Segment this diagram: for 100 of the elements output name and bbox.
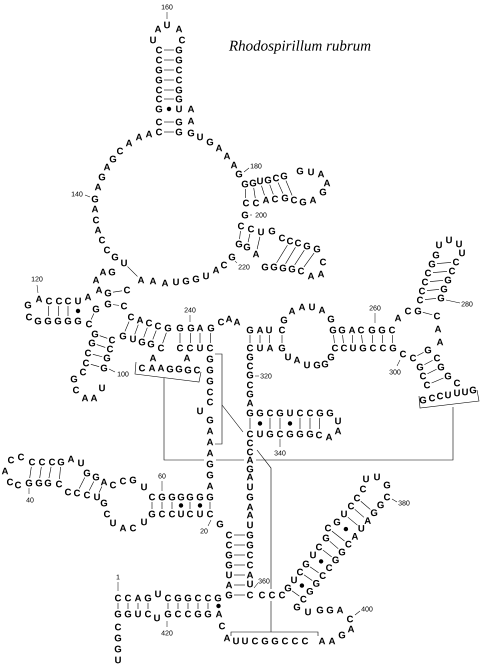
nucleotide-letter: G	[188, 324, 194, 332]
nucleotide-letter: C	[424, 382, 430, 388]
nucleotide-letter: A	[94, 184, 102, 190]
nucleotide-letter: C	[174, 610, 182, 618]
nucleotide-letter: G	[246, 354, 254, 360]
nucleotide-letter: G	[92, 306, 100, 312]
nucleotide-letter: C	[154, 322, 162, 330]
nucleotide-letter: G	[328, 354, 334, 360]
nucleotide-letter: A	[126, 140, 132, 146]
nucleotide-letter: C	[124, 286, 130, 294]
nucleotide-letter: G	[282, 194, 288, 202]
nucleotide-letter: C	[176, 76, 182, 84]
nucleotide-letter: C	[56, 298, 62, 304]
nucleotide-letter: G	[70, 376, 78, 382]
nucleotide-letter: A	[138, 276, 144, 284]
nucleotide-letter: G	[438, 364, 444, 370]
nucleotide-letter: C	[360, 486, 366, 492]
nucleotide-letter: U	[150, 36, 156, 44]
nucleotide-letter: G	[114, 634, 122, 642]
nucleotide-letter: G	[316, 606, 324, 614]
nucleotide-letter: A	[352, 533, 358, 540]
nucleotide-letter: C	[246, 448, 254, 456]
nucleotide-letter: C	[246, 592, 254, 598]
nucleotide-letter: G	[280, 264, 286, 272]
nucleotide-letter: C	[226, 532, 232, 538]
nucleotide-letter: A	[216, 610, 222, 618]
nucleotide-letter: C	[410, 354, 416, 362]
nucleotide-letter: U	[94, 494, 100, 500]
nucleotide-letter: C	[324, 524, 332, 532]
nucleotide-letter: U	[285, 354, 291, 360]
nucleotide-letter: U	[130, 336, 136, 342]
nucleotide-letter: G	[246, 326, 254, 334]
nucleotide-letter: U	[291, 576, 297, 584]
nucleotide-letter: U	[459, 250, 465, 256]
nucleotide-letter: G	[176, 46, 182, 54]
nucleotide-letter: C	[218, 318, 224, 326]
nucleotide-letter: G	[194, 610, 202, 618]
nucleotide-letter: A	[224, 634, 230, 642]
nucleotide-letter: A	[134, 594, 142, 602]
nucleotide-letter: U	[436, 242, 442, 248]
nucleotide-letter: U	[197, 408, 203, 414]
nucleotide-letter: A	[90, 394, 98, 402]
nucleotide-letter: C	[38, 458, 46, 466]
nucleotide-letter: G	[360, 344, 366, 352]
nucleotide-letter: C	[218, 622, 226, 630]
nucleotide-letter: C	[6, 478, 14, 486]
nucleotide-letter: C	[156, 86, 162, 94]
nucleotide-letter: G	[110, 156, 116, 162]
nucleotide-letter: C	[436, 392, 444, 400]
nucleotide-letter: A	[92, 206, 98, 212]
nucleotide-letter: G	[36, 480, 42, 486]
nucleotide-letter: G	[246, 372, 254, 378]
nucleotide-letter: A	[212, 266, 220, 274]
nucleotide-letter: A	[288, 308, 296, 314]
nucleotide-letter: G	[414, 308, 422, 314]
nucleotide-letter: C	[246, 430, 254, 438]
nucleotide-letter: G	[296, 430, 304, 438]
nucleotide-letter: G	[428, 260, 436, 268]
nucleotide-letter: A	[318, 306, 326, 314]
nucleotide-letter: C	[434, 312, 440, 320]
nucleotide-letter: G	[176, 128, 182, 136]
nucleotide-letter: A	[318, 638, 326, 644]
nucleotide-letter: U	[164, 22, 170, 28]
nucleotide-letter: C	[278, 234, 286, 242]
nucleotide-letter: A	[82, 394, 88, 402]
nucleotide-letter: A	[326, 434, 332, 440]
nucleotide-letter: G	[158, 494, 166, 500]
nucleotide-letter: C	[116, 148, 124, 154]
nucleotide-letter: U	[121, 260, 127, 266]
nucleotide-letter: C	[206, 344, 214, 352]
nucleotide-letter: C	[320, 572, 326, 579]
nucleotide-letter: C	[252, 638, 258, 644]
nucleotide-letter: C	[120, 302, 128, 310]
nucleotide-letter: C	[404, 308, 412, 314]
nucleotide-letter: G	[192, 276, 200, 282]
nucleotide-letter: G	[246, 542, 254, 548]
nucleotide-letter: G	[58, 458, 64, 466]
nucleotide-letter: G	[226, 552, 232, 558]
nucleotide-letter: U	[462, 388, 468, 396]
nucleotide-letter: G	[206, 494, 214, 500]
nucleotide-letter: G	[84, 470, 90, 476]
nucleotide-letter: C	[316, 544, 322, 550]
nucleotide-letter: A	[294, 356, 300, 364]
nucleotide-letter: U	[135, 610, 141, 618]
nucleotide-letter: A	[188, 118, 194, 124]
nucleotide-letter: G	[24, 302, 32, 308]
nucleotide-letter: U	[247, 484, 253, 490]
nucleotide-letter: C	[272, 196, 278, 202]
nucleotide-letter: G	[316, 410, 324, 416]
nucleotide-letter: C	[120, 478, 126, 484]
nucleotide-letter: G	[264, 176, 272, 184]
nucleotide-letter: C	[282, 638, 288, 644]
nucleotide-letter: A	[334, 428, 342, 434]
nucleotide-letter: G	[182, 278, 190, 284]
nucleotide-letter: A	[100, 268, 106, 276]
nucleotide-letter: A	[348, 626, 354, 632]
nucleotide-letter: C	[74, 490, 80, 496]
nucleotide-letter: A	[104, 164, 110, 170]
nucleotide-letter: U	[197, 134, 203, 140]
nucleotide-letter: G	[206, 366, 214, 374]
